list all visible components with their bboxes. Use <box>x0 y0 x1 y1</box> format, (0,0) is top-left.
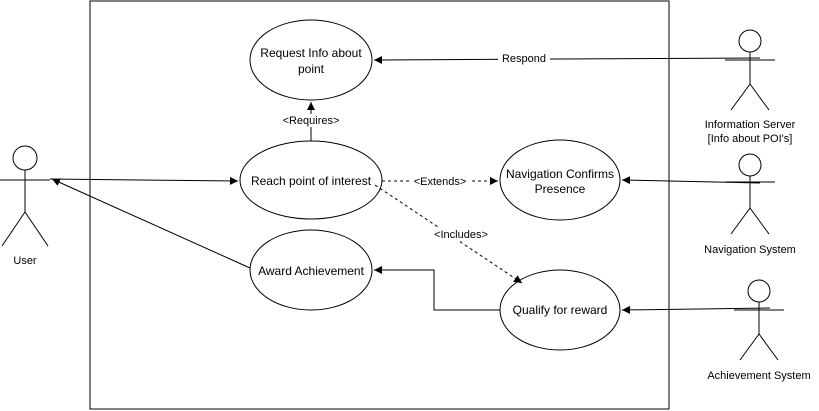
edge-extends-label: <Extends> <box>414 176 467 188</box>
use-case-qualify-label: Qualify for reward <box>513 303 608 317</box>
edge-respond-label: Respond <box>502 53 546 65</box>
use-case-qualify[interactable]: Qualify for reward <box>499 269 621 351</box>
edge-nav-system <box>621 176 761 185</box>
use-case-reach-poi-label: Reach point of interest <box>251 174 372 188</box>
edge-respond-label-bg <box>498 51 550 65</box>
system-boundary <box>89 0 670 410</box>
actor-info-server-line1: Information Server <box>705 119 796 131</box>
edge-extends-label-bg <box>410 175 470 188</box>
edge-requires-label-bg <box>282 114 340 127</box>
edge-qualify-award <box>374 266 500 311</box>
actor-user[interactable] <box>0 145 50 247</box>
use-case-reach-poi[interactable]: Reach point of interest <box>239 140 383 220</box>
use-case-nav-confirms[interactable]: Navigation Confirms Presence <box>499 139 621 221</box>
actor-nav-system-label: Navigation System <box>704 244 796 256</box>
edge-award-user <box>51 178 251 269</box>
edge-respond <box>373 55 761 64</box>
actor-achievement-system[interactable] <box>734 279 784 361</box>
use-case-award[interactable]: Award Achievement <box>249 229 373 311</box>
edge-requires-label: <Requires> <box>283 115 340 127</box>
actor-info-server-line2: [Info about POI's] <box>708 133 793 145</box>
actor-user-label: User <box>13 255 37 267</box>
edge-user-reach <box>49 176 239 185</box>
use-case-nav-confirms-line1: Navigation Confirms <box>506 167 614 181</box>
use-case-award-label: Award Achievement <box>258 264 365 278</box>
use-case-request-info-line1: Request Info about <box>260 46 362 60</box>
actor-info-server[interactable] <box>725 29 775 111</box>
use-case-nav-confirms-line2: Presence <box>535 182 586 196</box>
use-case-request-info-line2: point <box>298 62 325 76</box>
use-case-request-info[interactable]: Request Info about point <box>249 19 373 101</box>
edge-includes-label: <Includes> <box>434 229 488 241</box>
actor-nav-system[interactable] <box>725 153 775 235</box>
edge-achievement-system <box>621 305 771 314</box>
actor-achievement-system-label: Achievement System <box>707 370 810 382</box>
edge-includes-label-bg <box>430 228 492 241</box>
